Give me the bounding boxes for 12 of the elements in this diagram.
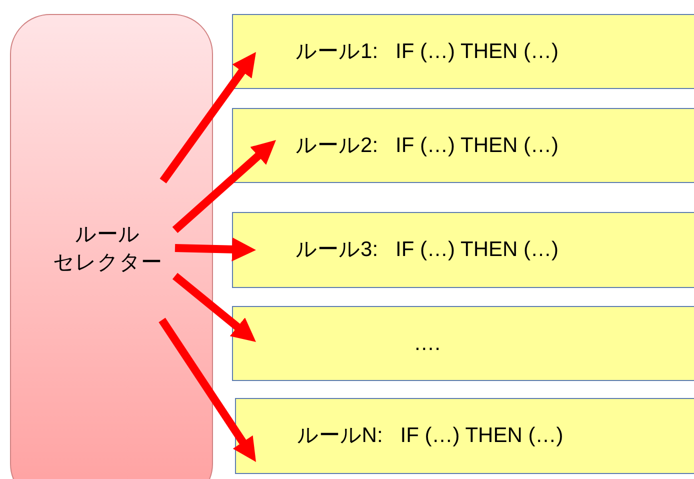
selector-label: ルール <box>75 222 140 248</box>
rule-label: ルール1: IF (…) THEN (…) <box>294 38 558 64</box>
arrow <box>172 272 256 342</box>
rule-label: ルールN: IF (…) THEN (…) <box>296 423 564 449</box>
arrow <box>172 140 276 233</box>
rule-label: …. <box>412 330 440 356</box>
arrow <box>158 318 256 462</box>
rule-label: ルール2: IF (…) THEN (…) <box>294 132 558 158</box>
selector-box <box>10 14 213 479</box>
selector-label: セレクター <box>53 250 162 276</box>
rule-label: ルール3: IF (…) THEN (…) <box>294 237 558 263</box>
arrow <box>174 237 256 262</box>
